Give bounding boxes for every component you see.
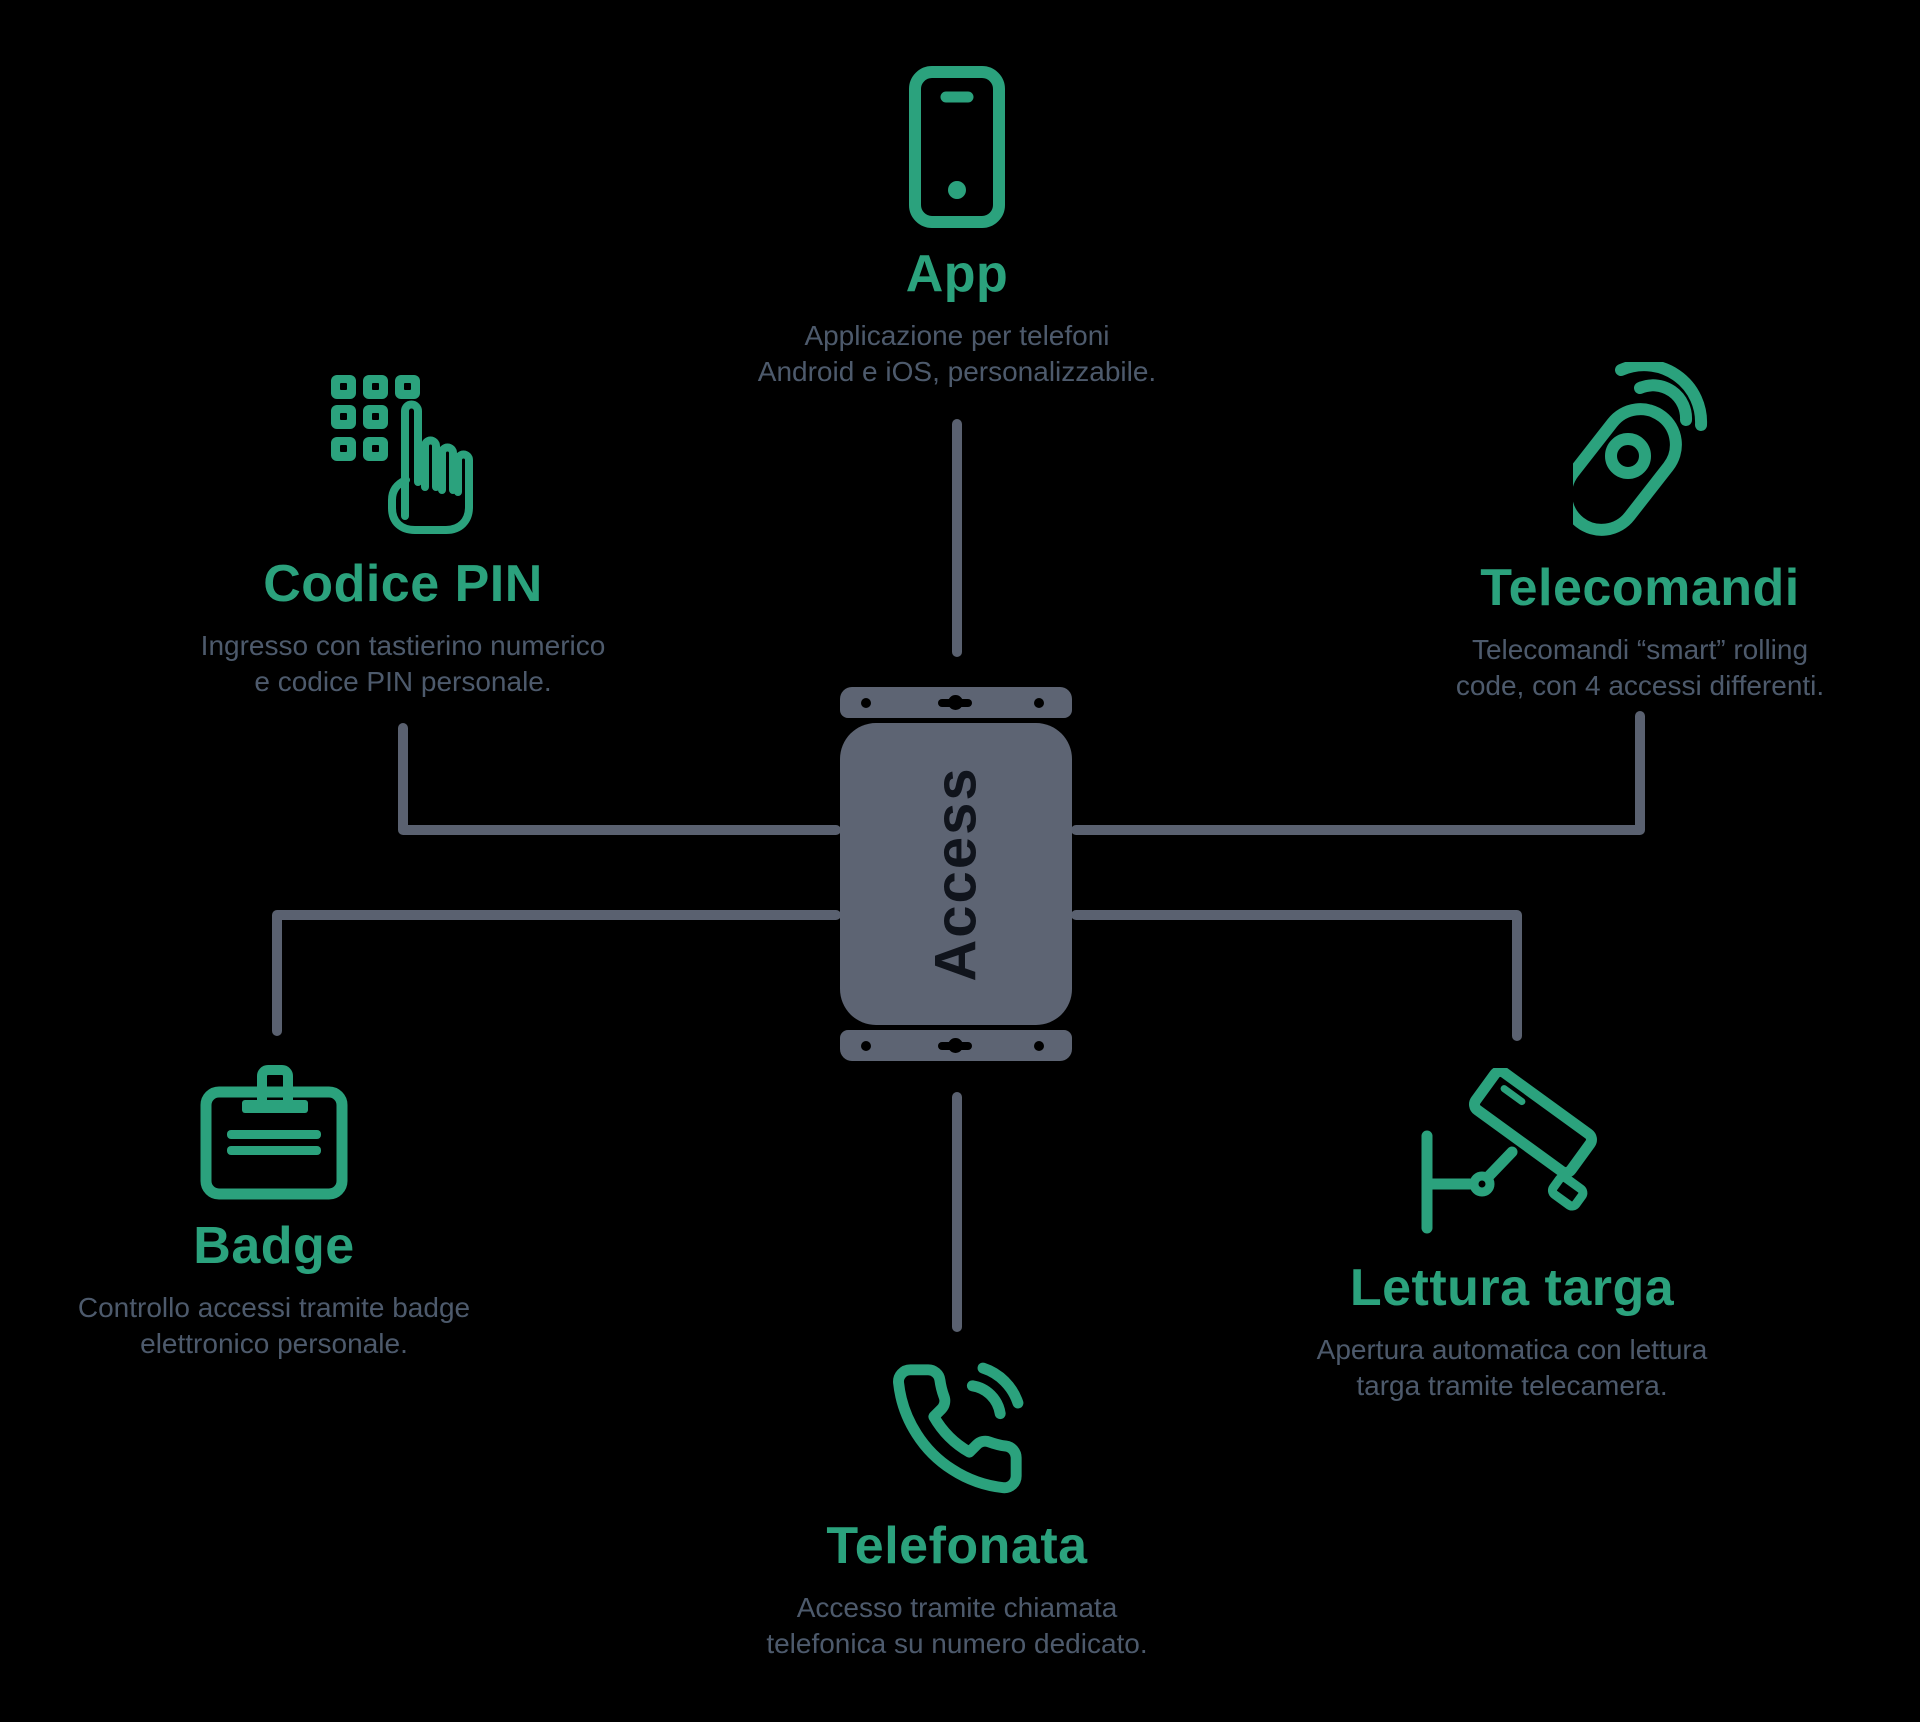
keyhole-slot-icon: [938, 695, 972, 710]
node-lettura-targa: Lettura targa Apertura automatica con le…: [1252, 1068, 1772, 1404]
keyhole-slot-icon: [938, 1038, 972, 1053]
badge-description: Controllo accessi tramite badge elettron…: [78, 1290, 470, 1362]
node-codice-pin: Codice PIN Ingresso con tastierino numer…: [143, 374, 663, 700]
connector-telecomandi: [1071, 711, 1645, 835]
access-device: Access: [840, 687, 1072, 1061]
badge-title: Badge: [193, 1217, 355, 1275]
keypad-keys: [331, 375, 420, 461]
telefonata-title: Telefonata: [826, 1517, 1088, 1575]
telecomandi-title: Telecomandi: [1480, 559, 1800, 617]
description-line: telefonica su numero dedicato.: [766, 1628, 1148, 1659]
connector-lettura-targa: [1071, 910, 1522, 1041]
description-line: Accesso tramite chiamata: [796, 1592, 1118, 1623]
description-line: elettronico personale.: [140, 1328, 408, 1359]
app-title: App: [905, 245, 1009, 303]
pointing-hand: [388, 400, 473, 534]
lettura-targa-title: Lettura targa: [1349, 1259, 1675, 1317]
node-app: App Applicazione per telefoni Android e …: [697, 66, 1217, 390]
device-label: Access: [923, 766, 989, 982]
phone-call-icon: [886, 1358, 1028, 1500]
description-line: Ingresso con tastierino numerico: [200, 630, 606, 661]
node-telefonata: Telefonata Accesso tramite chiamata tele…: [697, 1358, 1217, 1662]
description-line: Apertura automatica con lettura: [1316, 1334, 1708, 1365]
description-line: targa tramite telecamera.: [1356, 1370, 1668, 1401]
screw-hole-icon: [861, 1040, 871, 1051]
device-body: Access: [840, 723, 1072, 1025]
telecomandi-description: Telecomandi “smart” rolling code, con 4 …: [1456, 632, 1824, 704]
connector-badge: [272, 910, 841, 1036]
description-line: Android e iOS, personalizzabile.: [757, 356, 1157, 387]
keypad-hand-icon: [329, 374, 477, 538]
description-line: code, con 4 accessi differenti.: [1455, 670, 1825, 701]
screw-hole-icon: [1034, 1040, 1044, 1051]
lettura-targa-description: Apertura automatica con lettura targa tr…: [1317, 1332, 1708, 1404]
node-telecomandi: Telecomandi Telecomandi “smart” rolling …: [1380, 362, 1900, 704]
description-line: Telecomandi “smart” rolling: [1471, 634, 1809, 665]
cctv-camera-icon: [1420, 1068, 1604, 1242]
remote-control-icon: [1572, 362, 1708, 542]
codice-pin-title: Codice PIN: [263, 555, 543, 613]
smartphone-icon: [909, 66, 1005, 228]
codice-pin-description: Ingresso con tastierino numerico e codic…: [201, 628, 606, 700]
description-line: Controllo accessi tramite badge: [77, 1292, 471, 1323]
telefonata-description: Accesso tramite chiamata telefonica su n…: [766, 1590, 1147, 1662]
screw-hole-icon: [861, 697, 871, 708]
device-mount-flange-bottom: [840, 1030, 1072, 1061]
app-description: Applicazione per telefoni Android e iOS,…: [758, 318, 1156, 390]
device-mount-flange-top: [840, 687, 1072, 718]
description-line: Applicazione per telefoni: [804, 320, 1110, 351]
description-line: e codice PIN personale.: [254, 666, 552, 697]
id-badge-icon: [200, 1064, 348, 1200]
screw-hole-icon: [1034, 697, 1044, 708]
connector-codice-pin: [398, 723, 841, 835]
node-badge: Badge Controllo accessi tramite badge el…: [14, 1064, 534, 1362]
